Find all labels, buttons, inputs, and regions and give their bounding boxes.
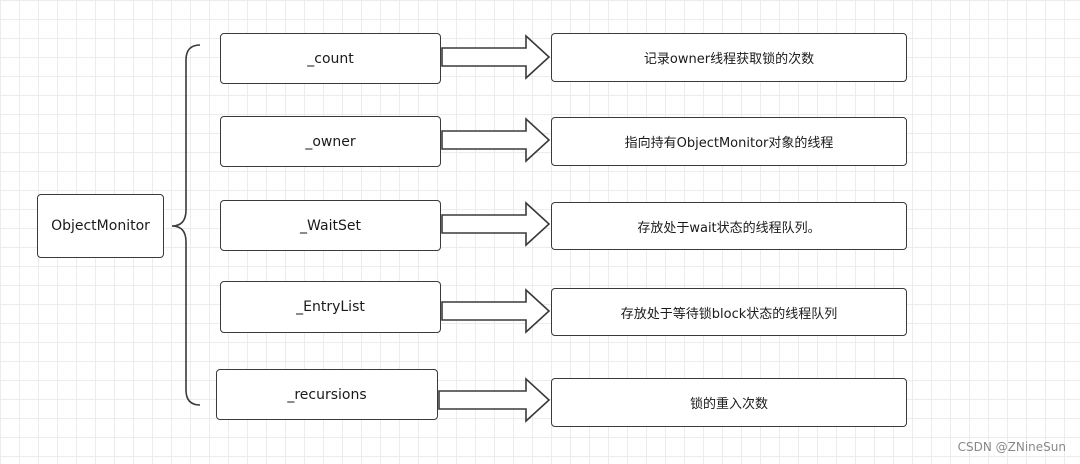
object-monitor-label: ObjectMonitor: [51, 218, 150, 234]
field-label: _count: [307, 50, 354, 67]
object-monitor-box: ObjectMonitor: [37, 194, 164, 258]
desc-label: 存放处于等待锁block状态的线程队列: [620, 306, 838, 322]
field-box-recursions: _recursions: [216, 369, 438, 420]
field-label: _EntryList: [296, 299, 365, 315]
desc-label: 指向持有ObjectMonitor对象的线程: [624, 136, 834, 151]
desc-box-waitset: 存放处于wait状态的线程队列。: [551, 202, 907, 250]
desc-label: 记录owner线程获取锁的次数: [643, 52, 815, 67]
field-label: _recursions: [287, 386, 367, 403]
field-box-owner: _owner: [220, 116, 441, 167]
desc-label: 锁的重入次数: [689, 397, 768, 412]
field-label: _WaitSet: [300, 217, 361, 234]
arrow-count: [441, 34, 551, 80]
desc-box-entrylist: 存放处于等待锁block状态的线程队列: [551, 288, 907, 336]
arrow-entrylist: [441, 288, 551, 334]
field-box-count: _count: [220, 33, 441, 84]
brace: [171, 44, 201, 406]
arrow-waitset: [441, 201, 551, 247]
desc-label: 存放处于wait状态的线程队列。: [637, 220, 821, 236]
watermark: CSDN @ZNineSun: [957, 440, 1066, 454]
arrow-recursions: [438, 377, 551, 423]
desc-box-owner: 指向持有ObjectMonitor对象的线程: [551, 117, 907, 166]
field-box-waitset: _WaitSet: [220, 200, 441, 251]
field-label: _owner: [305, 133, 356, 150]
field-box-entrylist: _EntryList: [220, 281, 441, 333]
desc-box-recursions: 锁的重入次数: [551, 378, 907, 427]
arrow-owner: [441, 117, 551, 163]
desc-box-count: 记录owner线程获取锁的次数: [551, 33, 907, 82]
